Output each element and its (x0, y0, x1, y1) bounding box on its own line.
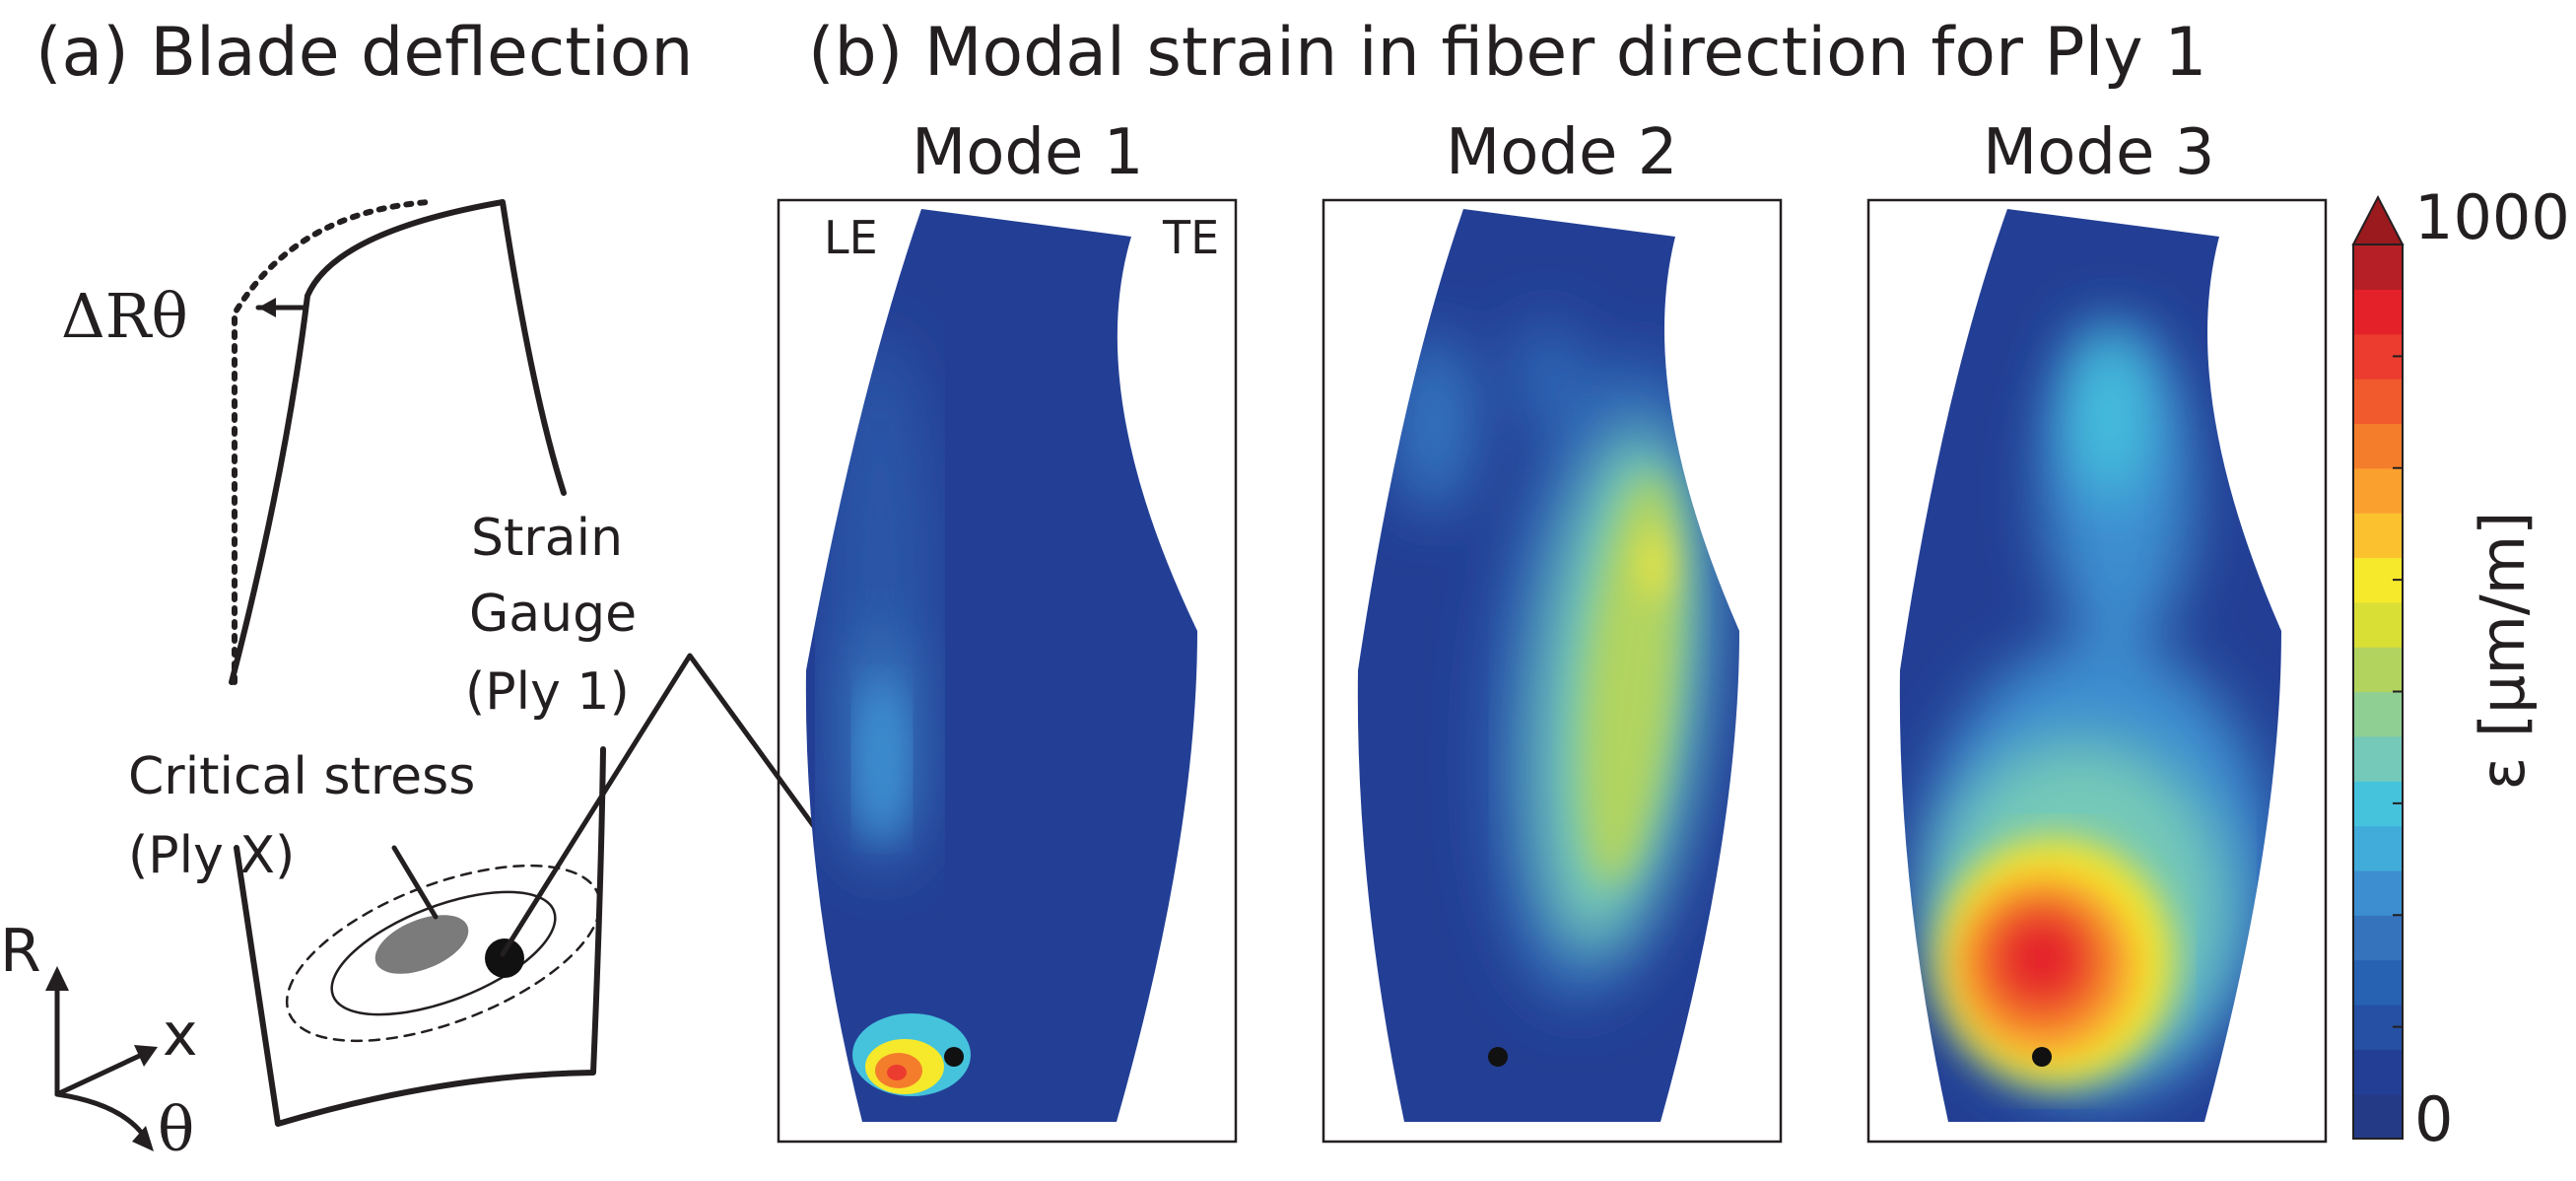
mode-2-contour (1357, 209, 1739, 1122)
strain-gauge-label-2: Gauge (469, 585, 638, 644)
mode-3-contour (1899, 209, 2281, 1122)
colorbar-level (2353, 869, 2403, 916)
colorbar-level (2353, 379, 2403, 424)
colorbar-overflow-arrow (2351, 194, 2405, 245)
delta-r-theta-label: ΔRθ (61, 280, 188, 352)
colorbar-level (2353, 959, 2403, 1006)
colorbar-level (2353, 601, 2403, 648)
colorbar (2351, 194, 2405, 1140)
coordinate-axes (45, 966, 158, 1151)
critical-stress-region (374, 915, 469, 974)
mode-3-label: Mode 3 (1983, 116, 2215, 189)
critical-stress-label-1: Critical stress (128, 747, 476, 806)
axis-x-label: x (163, 1001, 198, 1070)
mode-1-frame (777, 198, 1238, 1144)
deflected-blade-outline (232, 199, 432, 685)
strain-gauge-dot (485, 938, 524, 978)
blade-root-outline (234, 746, 606, 1127)
blade-outline-original (229, 199, 567, 685)
colorbar-level (2353, 423, 2403, 469)
colorbar-level (2353, 647, 2403, 693)
colorbar-min-label: 0 (2414, 1083, 2454, 1155)
colorbar-level (2353, 289, 2403, 335)
trailing-edge-label: TE (1163, 211, 1220, 264)
colorbar-level (2353, 244, 2403, 290)
mode-3-frame (1866, 198, 2328, 1144)
mode-1-label: Mode 1 (912, 116, 1144, 189)
panel-b-title: (b) Modal strain in fiber direction for … (808, 14, 2207, 92)
colorbar-level (2353, 735, 2403, 782)
critical-stress-label-2: (Ply X) (128, 826, 296, 885)
mode-1-contour (805, 209, 1197, 1122)
colorbar-level (2353, 691, 2403, 737)
critical-stress-leader (391, 845, 439, 920)
axis-r-label: R (0, 917, 41, 986)
colorbar-level (2353, 915, 2403, 961)
panel-a-title: (a) Blade deflection (35, 14, 694, 92)
colorbar-max-label: 1000 (2414, 181, 2570, 253)
stress-contour-inner (330, 890, 557, 1016)
deflection-arrowhead (258, 298, 276, 317)
colorbar-level (2353, 467, 2403, 514)
colorbar-level (2353, 1093, 2403, 1140)
colorbar-level (2353, 825, 2403, 871)
leading-edge-label: LE (824, 211, 878, 264)
mode-2-label: Mode 2 (1446, 116, 1678, 189)
mode-2-frame (1322, 198, 1783, 1144)
colorbar-level (2353, 513, 2403, 559)
mode-2-gauge-dot (1488, 1047, 1508, 1067)
colorbar-level (2353, 1049, 2403, 1095)
strain-gauge-label-3: (Ply 1) (465, 662, 630, 722)
mode-1-gauge-dot (944, 1047, 964, 1067)
mode-3-gauge-dot (2032, 1047, 2052, 1067)
axis-theta-label: θ (158, 1093, 195, 1165)
strain-gauge-label-1: Strain (471, 509, 624, 568)
